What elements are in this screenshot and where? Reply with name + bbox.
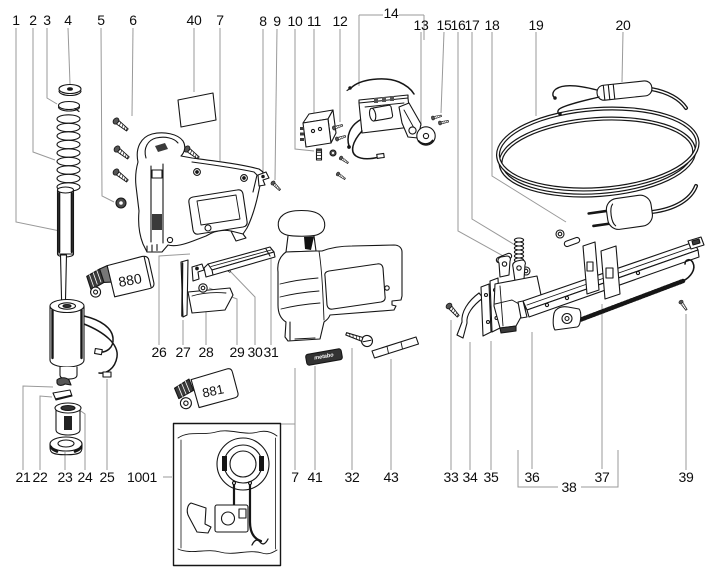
callout-7: 7 <box>291 469 299 485</box>
type-label-sticker <box>177 92 217 128</box>
body-screw <box>345 332 374 348</box>
callout-10: 10 <box>287 13 303 29</box>
cable-to-sleeve <box>649 87 688 110</box>
callout-25: 25 <box>99 469 115 485</box>
callout-4: 4 <box>64 12 72 28</box>
callout-21: 21 <box>15 469 31 485</box>
callout-3: 3 <box>43 12 51 28</box>
callout-15: 15 <box>436 17 452 33</box>
brand-plate <box>305 348 343 366</box>
callout-28: 28 <box>198 344 214 360</box>
damper-pad <box>52 389 73 401</box>
cap-nut <box>115 197 127 209</box>
grease-tube-881 <box>174 368 239 410</box>
callout-14: 14 <box>383 5 399 21</box>
callout-35: 35 <box>483 469 499 485</box>
retaining-rings-and-pin <box>521 229 581 276</box>
callout-39: 39 <box>678 469 694 485</box>
grease-tube-880 <box>86 255 155 298</box>
grooved-pin <box>315 148 323 161</box>
leaf-spring <box>456 292 484 339</box>
callout-34: 34 <box>462 469 478 485</box>
switch-electronics-assembly <box>346 78 422 160</box>
cable-lead-wires <box>552 85 600 116</box>
callout-22: 22 <box>32 469 48 485</box>
power-cable-coil <box>495 106 700 198</box>
callout-1001: 1001 <box>127 469 157 485</box>
front-bracket <box>493 255 542 334</box>
callout-12: 12 <box>332 13 348 29</box>
clip-screw <box>269 179 282 192</box>
guide-plate <box>187 287 234 314</box>
callout-18: 18 <box>484 17 500 33</box>
return-spring <box>513 237 525 263</box>
callout-8: 8 <box>259 13 267 29</box>
guide-nut <box>198 283 208 293</box>
inset-detail-box <box>172 422 282 567</box>
end-screw <box>677 298 689 312</box>
callout-31: 31 <box>263 344 279 360</box>
callout-41: 41 <box>307 469 323 485</box>
magazine-screw <box>444 301 462 319</box>
callout-33: 33 <box>443 469 459 485</box>
callout-6: 6 <box>129 12 137 28</box>
guide-strip <box>180 259 189 318</box>
callout-29: 29 <box>229 344 245 360</box>
callout-11: 11 <box>307 13 321 29</box>
cable-to-plug <box>650 184 698 214</box>
retaining-washer <box>58 83 82 97</box>
nameplate-strip <box>371 336 420 359</box>
staple-channel-rail <box>203 246 276 278</box>
lock-washer <box>57 100 81 113</box>
callout-19: 19 <box>528 17 544 33</box>
staple-pusher <box>552 258 695 331</box>
guide-bracket <box>191 263 205 282</box>
callout-32: 32 <box>344 469 360 485</box>
contact-clip <box>257 171 270 187</box>
housing-lug-fasteners <box>329 149 350 181</box>
callout-38: 38 <box>561 479 577 495</box>
housing-shell <box>135 132 264 253</box>
main-spring <box>56 114 81 192</box>
callout-23: 23 <box>57 469 73 485</box>
callout-30: 30 <box>247 344 263 360</box>
callout-37: 37 <box>594 469 610 485</box>
guide-bushing <box>54 402 82 436</box>
power-plug <box>587 194 653 230</box>
strain-relief-sleeve <box>596 80 653 101</box>
callout-36: 36 <box>524 469 540 485</box>
leader-lines <box>15 14 687 488</box>
callout-9: 9 <box>273 13 281 29</box>
armature-clip <box>56 377 72 386</box>
solenoid-coil <box>49 298 118 380</box>
callout-5: 5 <box>97 12 105 28</box>
callout-40: 40 <box>186 12 202 28</box>
magazine-rail <box>517 236 705 319</box>
callout-13: 13 <box>413 17 429 33</box>
callout-26: 26 <box>151 344 167 360</box>
callout-27: 27 <box>175 344 191 360</box>
switch-block <box>300 109 337 148</box>
adjuster-wheel <box>416 126 436 146</box>
callout-7: 7 <box>216 12 224 28</box>
tool-body <box>277 209 403 342</box>
callout-43: 43 <box>383 469 399 485</box>
callout-2: 2 <box>29 12 37 28</box>
callout-20: 20 <box>615 17 631 33</box>
ring-washer <box>49 436 83 456</box>
callout-17: 17 <box>464 17 480 33</box>
callout-1: 1 <box>12 12 20 28</box>
callout-24: 24 <box>77 469 93 485</box>
callout-16: 16 <box>450 17 466 33</box>
small-screws <box>430 113 450 126</box>
